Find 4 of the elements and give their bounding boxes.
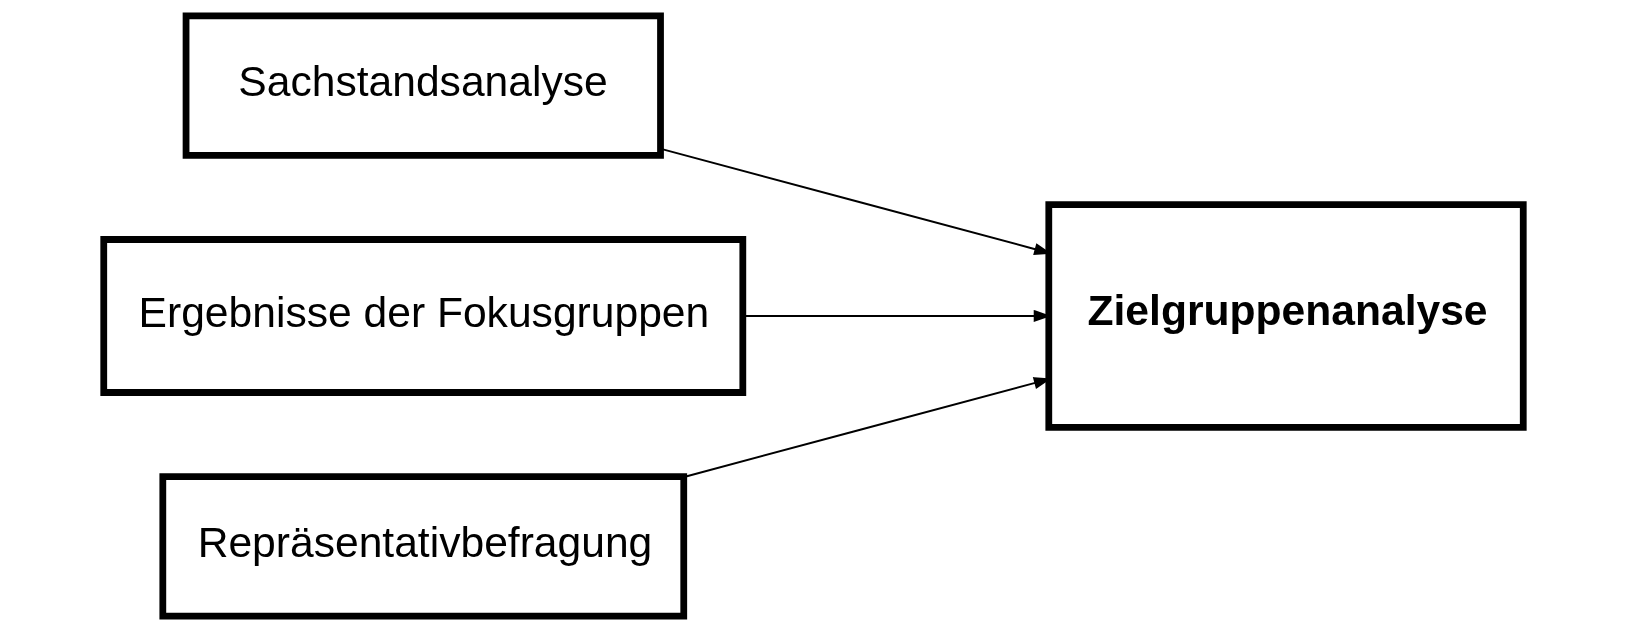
node-box: Ergebnisse der Fokusgruppen: [100, 236, 747, 396]
node-box: Repräsentativbefragung: [159, 473, 688, 620]
node-box: Sachstandsanalyse: [182, 12, 664, 159]
node-box: Zielgruppenanalyse: [1045, 201, 1527, 431]
